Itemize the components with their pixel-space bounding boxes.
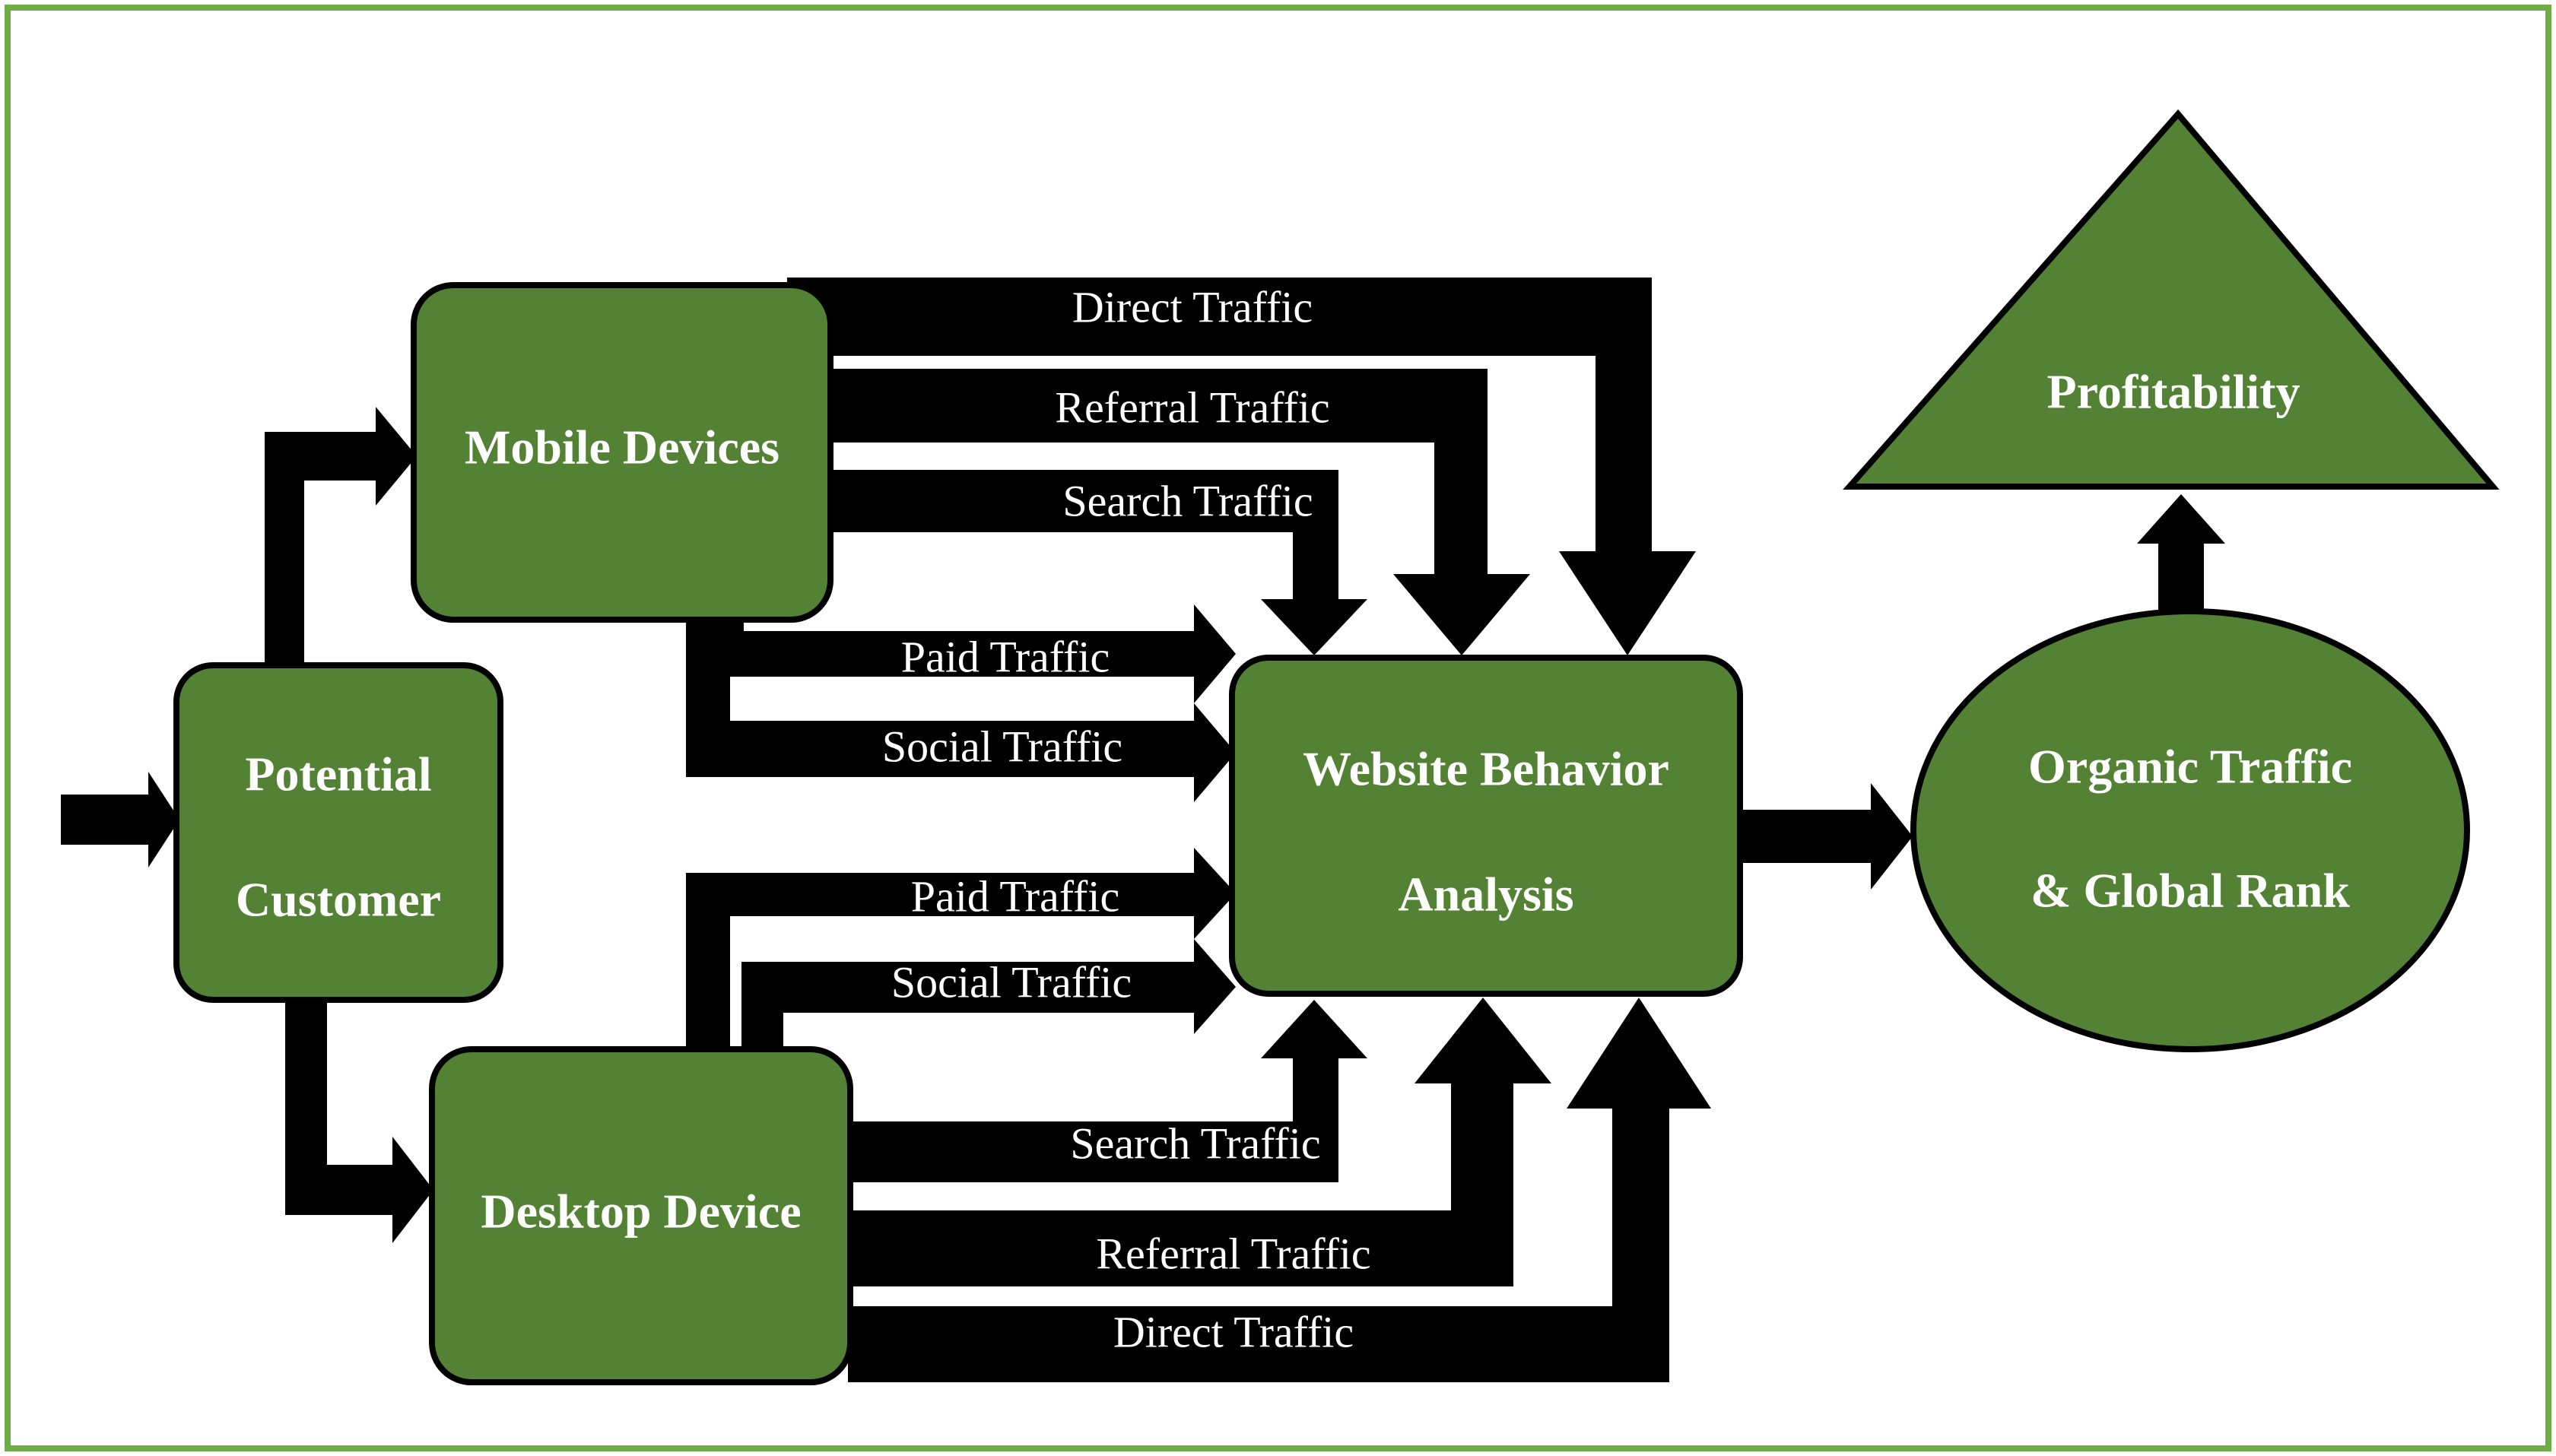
desktop-paid-label: Paid Traffic <box>911 871 1119 921</box>
profitability-node <box>1843 109 2500 490</box>
website-behavior-label-line1: Website Behavior <box>1303 742 1669 796</box>
mobile-paid-label: Paid Traffic <box>901 632 1110 681</box>
entry-arrow <box>61 772 179 868</box>
desktop-device-label: Desktop Device <box>481 1185 801 1239</box>
desktop-paid-arrow <box>686 848 1236 1053</box>
potential-customer-label-line1: Potential <box>245 747 431 801</box>
mobile-devices-label: Mobile Devices <box>465 420 780 474</box>
mobile-direct-label: Direct Traffic <box>1072 282 1313 331</box>
website-to-organic-arrow <box>1734 783 1913 890</box>
desktop-social-label: Social Traffic <box>891 957 1132 1007</box>
organic-traffic-node <box>1910 608 2470 1052</box>
mobile-direct-arrow <box>787 278 1696 655</box>
potential-customer-node <box>173 662 503 1003</box>
mobile-referral-label: Referral Traffic <box>1055 382 1329 432</box>
desktop-search-label: Search Traffic <box>1070 1118 1320 1168</box>
potential-customer-label-line2: Customer <box>236 873 441 927</box>
mobile-search-label: Search Traffic <box>1062 476 1313 525</box>
mobile-paid-arrow <box>730 604 1236 703</box>
desktop-device-node <box>429 1046 853 1385</box>
profitability-label: Profitability <box>2047 365 2300 419</box>
website-behavior-label-line2: Analysis <box>1398 868 1573 921</box>
desktop-social-arrow <box>741 939 1236 1053</box>
desktop-search-arrow <box>848 1000 1367 1182</box>
desktop-direct-arrow <box>848 998 1711 1382</box>
mobile-social-label: Social Traffic <box>882 722 1122 771</box>
mobile-search-arrow <box>825 470 1367 655</box>
website-behavior-node <box>1229 655 1743 997</box>
mobile-devices-node <box>411 282 833 623</box>
diagram-frame <box>5 5 2551 1451</box>
desktop-direct-label: Direct Traffic <box>1113 1307 1354 1356</box>
customer-to-desktop-arrow <box>285 988 433 1243</box>
desktop-referral-label: Referral Traffic <box>1096 1229 1370 1278</box>
customer-to-mobile-arrow <box>265 407 417 669</box>
mobile-referral-arrow <box>825 369 1530 655</box>
mobile-social-arrow <box>686 616 1236 802</box>
organic-to-profitability-arrow <box>2137 494 2225 616</box>
organic-traffic-label-line2: & Global Rank <box>2031 864 2350 918</box>
desktop-referral-arrow <box>848 998 1551 1286</box>
organic-traffic-label-line1: Organic Traffic <box>2028 740 2352 794</box>
